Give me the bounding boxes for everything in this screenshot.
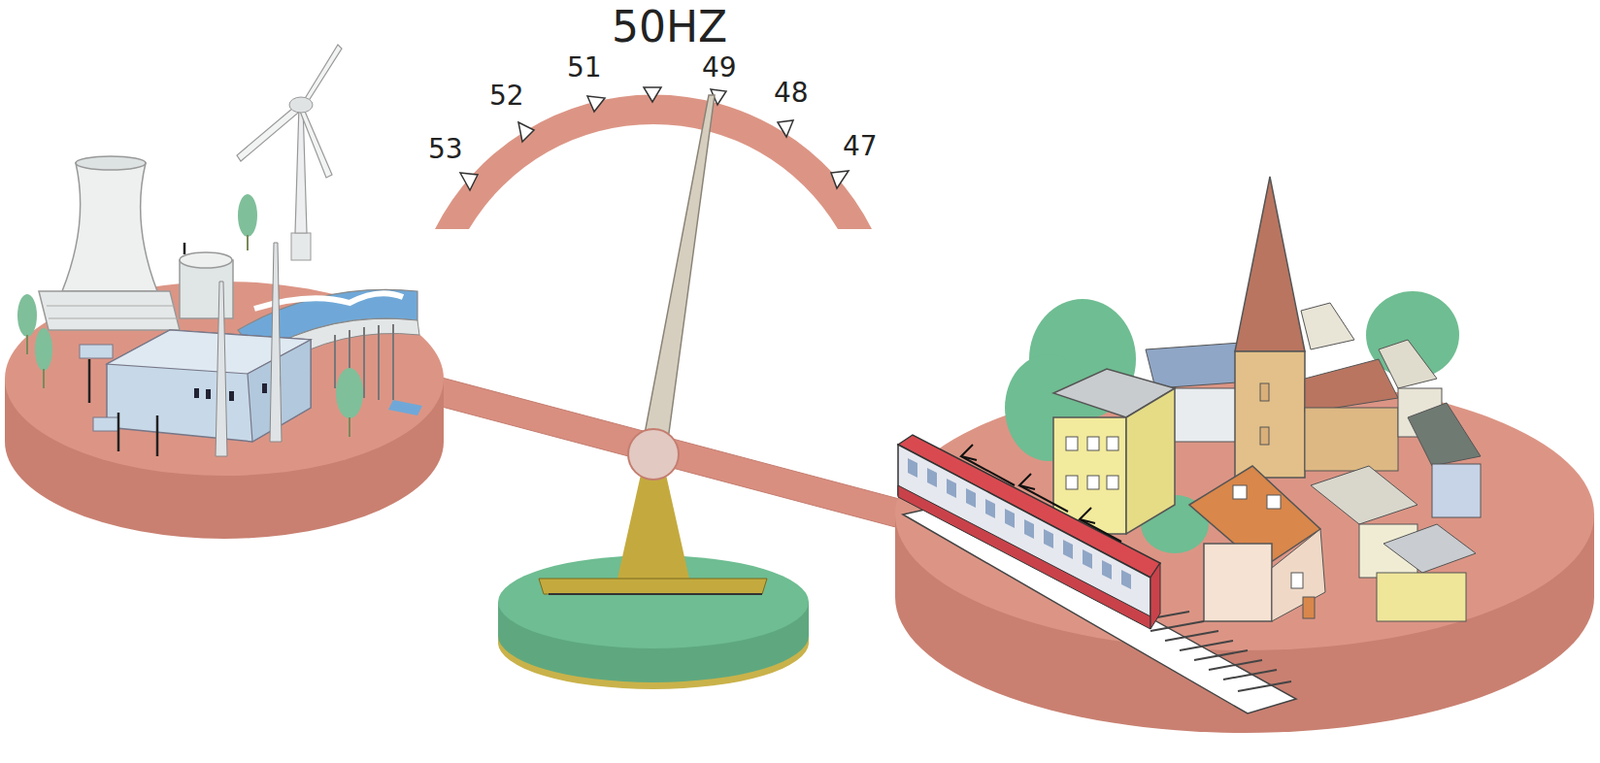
balance-stand — [498, 466, 809, 690]
frequency-title: 50HZ — [611, 3, 728, 51]
generation-island — [4, 44, 444, 539]
scale-number: 52 — [489, 81, 525, 112]
gauge-needle — [628, 95, 715, 480]
consumer-island — [895, 176, 1595, 734]
scale-number: 49 — [701, 53, 737, 84]
scale-number: 53 — [428, 134, 464, 166]
scale-number: 48 — [773, 78, 809, 109]
scale-number: 47 — [842, 132, 878, 163]
scale-number: 51 — [566, 53, 602, 84]
